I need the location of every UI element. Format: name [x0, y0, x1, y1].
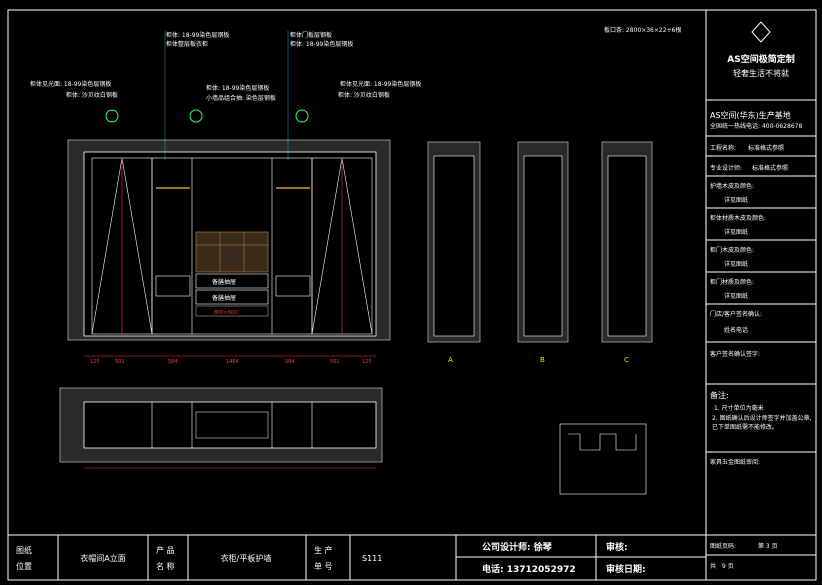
inner-dim-box — [195, 305, 269, 317]
code-label: 单 号 — [314, 561, 333, 571]
plan-body — [83, 401, 377, 449]
tb-row-label: 护墙木皮及颜色: — [710, 182, 754, 190]
total-label: 共 — [710, 562, 716, 570]
code-label: 生 产 — [314, 545, 333, 555]
detail-plan — [559, 423, 647, 495]
drawing-label: 图纸 — [16, 545, 32, 555]
tb-row-value: 详见图纸 — [724, 228, 748, 236]
dim-value: 1464 — [226, 359, 239, 365]
tb-row-value: 详见图纸 — [724, 260, 748, 268]
tb-row-label: 专业设计师: — [710, 164, 742, 172]
designer-name: 公司设计师: 徐琴 — [482, 541, 553, 553]
product-value: 衣柜/平板护墙 — [221, 553, 272, 563]
annotation-note: 柜体: 18-99染色层钢板 — [290, 40, 353, 48]
main-elevation: 备膳抽屉 备膳抽屉 800×600 125 501 584 1464 584 5… — [30, 26, 681, 365]
center-shelf-unit — [195, 231, 269, 273]
bottom-dimensions: 125 501 584 1464 584 501 125 — [90, 359, 372, 365]
tb-row-label: 柜体材质木皮及颜色: — [710, 214, 766, 222]
tb-row: 柜门木皮及颜色: 详见图纸 — [706, 246, 816, 273]
dim-value: 125 — [90, 359, 100, 365]
designer-phone: 电话: 13712052972 — [482, 563, 576, 575]
section-b-body — [523, 155, 563, 337]
annotation-note: 柜体门板层钢板 — [290, 31, 332, 39]
section-label: C — [624, 356, 629, 364]
remark-wrap: 2. 图纸确认后设计师签字并加盖公章, 已下单图纸需不能修改。 — [712, 415, 812, 431]
tb-row: 工程名称: 标准格式参照 — [706, 144, 816, 157]
section-a-body — [433, 155, 475, 337]
annotation-note: 柜体: 沙贝纹白钢板 — [66, 91, 118, 99]
dim-value: 125 — [362, 359, 372, 365]
tb-row: 柜体材质木皮及颜色: 详见图纸 — [706, 214, 816, 241]
dim-value: 501 — [115, 359, 125, 365]
page-label: 图纸页码: — [710, 542, 736, 550]
panel-size-note: 板口条: 2800×36×22+6根 — [604, 26, 681, 34]
code-value: S111 — [362, 554, 382, 563]
review-date-label: 审核日期: — [606, 563, 646, 575]
section-marker-icon — [105, 109, 119, 123]
page-value: 第 3 页 — [758, 542, 778, 550]
drawer-label: 备膳抽屉 — [212, 294, 236, 302]
company-phone: 全国统一热线电话: 400-0628678 — [710, 122, 802, 130]
section-marker-icon — [295, 109, 309, 123]
tb-row: 专业设计师: 标准格式参照 — [706, 164, 816, 177]
annotation-note: 柜体: 18-99染色层钢板 — [206, 84, 269, 92]
plan-view — [59, 387, 383, 469]
annotation-note: 小墙品组合抽: 染色层钢板 — [206, 94, 276, 102]
drawing-label: 位置 — [16, 561, 32, 571]
annotation-note: 柜体: 沙贝纹白钢板 — [338, 91, 390, 99]
brand-logo-icon — [751, 21, 771, 43]
review-label: 审核: — [606, 541, 628, 553]
annotation-note: 柜体见光面: 18-99染色层钢板 — [340, 80, 421, 88]
drawer-label: 备膳抽屉 — [212, 278, 236, 286]
brand-slogan: 轻奢生活不将就 — [733, 68, 789, 78]
tb-row-value: 标准格式参照 — [748, 144, 784, 152]
dim-value: 501 — [330, 359, 340, 365]
drawer-upper — [195, 273, 269, 289]
annotation-note: 柜体: 18-99染色层钢板 — [166, 31, 229, 39]
inner-dim-label: 800×600 — [214, 310, 237, 316]
tb-row-label: 柜门木皮及颜色: — [710, 246, 754, 254]
tb-row-label: 工程名称: — [710, 144, 736, 152]
tb-row: 护墙木皮及颜色: 详见图纸 — [706, 182, 816, 209]
tb-row: 门店/客户签名确认: 姓名电话 — [706, 310, 816, 343]
product-label: 名 称 — [156, 561, 175, 571]
drawing-frame — [7, 9, 817, 581]
remark-line: 2. 图纸确认后设计师签字并加盖公章, 已下单图纸需不能修改。 — [712, 415, 812, 431]
section-label: B — [540, 356, 545, 364]
dim-value: 584 — [168, 359, 178, 365]
plan-drawer — [195, 411, 269, 439]
tb-row-value: 标准格式参照 — [752, 164, 788, 172]
company-label: AS空间(华东)生产基地 — [710, 110, 791, 120]
section-label: A — [448, 356, 453, 364]
tb-row: 柜门材质及颜色: 详见图纸 — [706, 278, 816, 305]
tb-row-value: 详见图纸 — [724, 292, 748, 300]
drawing-value: 衣帽间A立面 — [80, 553, 125, 563]
center-open-section — [151, 157, 313, 335]
tb-row-label: 门店/客户签名确认: — [710, 310, 762, 318]
sign-label: 家具五金图纸审阅: — [710, 458, 760, 466]
tb-row-value: 详见图纸 — [724, 196, 748, 204]
brand-name: AS空间极简定制 — [727, 53, 794, 65]
side-drawer-right — [275, 275, 311, 297]
section-views: A B C — [427, 141, 653, 495]
section-marker-icon — [189, 109, 203, 123]
tb-row-value: 姓名电话 — [724, 326, 748, 334]
customer-sign-label: 客户签名确认签字: — [710, 350, 760, 358]
title-block: AS空间极简定制 轻奢生活不将就 AS空间(华东)生产基地 全国统一热线电话: … — [706, 21, 816, 570]
detail-profile — [568, 433, 637, 451]
side-drawer-left — [155, 275, 191, 297]
remark-line: 1. 尺寸单位为毫米 — [714, 404, 764, 412]
dim-value: 584 — [285, 359, 295, 365]
drawer-lower — [195, 289, 269, 305]
annotation-note: 柜体见光面: 18-99染色层钢板 — [30, 80, 111, 88]
product-label: 产 品 — [156, 545, 175, 555]
section-c-body — [607, 155, 647, 337]
remarks-title: 备注: — [710, 390, 729, 400]
footer: 图纸 位置 衣帽间A立面 产 品 名 称 衣柜/平板护墙 生 产 单 号 S11… — [16, 535, 706, 580]
tb-row-label: 柜门材质及颜色: — [710, 278, 754, 286]
total-value: 9 页 — [722, 563, 734, 570]
annotation-note: 柜体整层板衣柜 — [166, 40, 208, 48]
